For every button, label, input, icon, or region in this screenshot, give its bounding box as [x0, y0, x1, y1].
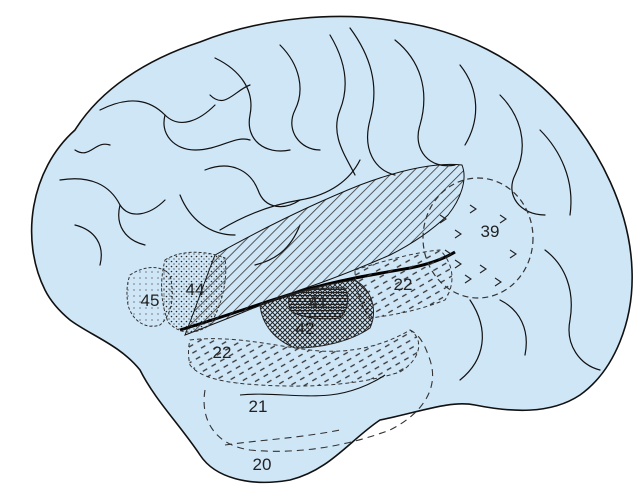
label-area-45: 45	[141, 291, 160, 310]
label-area-20: 20	[253, 455, 272, 474]
label-area-39: 39	[481, 222, 500, 241]
label-area-42: 42	[296, 319, 315, 338]
label-area-21: 21	[249, 397, 268, 416]
label-area-41: 41	[309, 293, 328, 312]
label-area-44: 44	[186, 280, 205, 299]
label-area-22-upper: 22	[394, 275, 413, 294]
label-area-22-lower: 22	[213, 343, 232, 362]
